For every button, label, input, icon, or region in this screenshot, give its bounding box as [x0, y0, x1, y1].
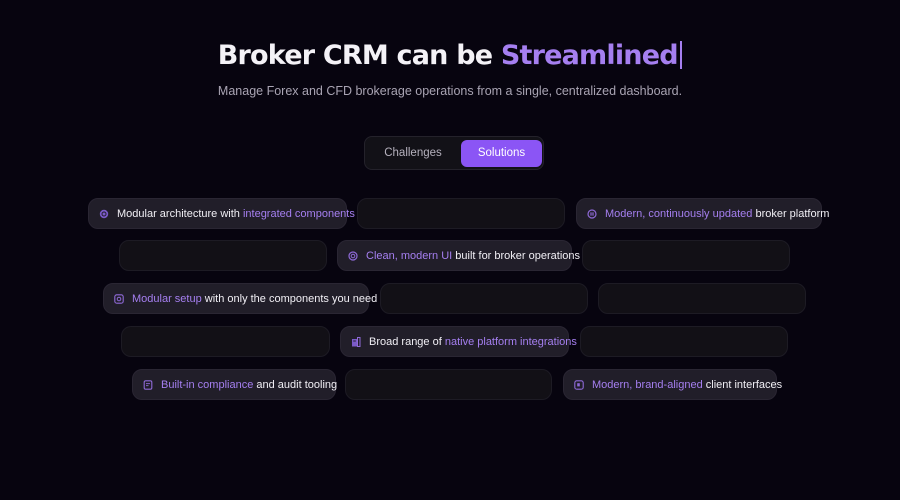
hero-title-prefix: Broker CRM can be [217, 40, 501, 71]
feature-text: Modular architecture with integrated com… [117, 207, 355, 220]
tab-solutions[interactable]: Solutions [461, 140, 542, 167]
interface-icon [574, 379, 584, 390]
challenges-solutions-toggle: Challenges Solutions [364, 136, 544, 170]
chip-icon [99, 209, 109, 219]
empty-pill [582, 240, 790, 271]
feature-text: Modern, brand-aligned client interfaces [592, 378, 783, 391]
feature-pill-compliance: Built-in compliance and audit tooling [132, 369, 338, 400]
feature-pill-modular-setup: Modular setup with only the components y… [103, 283, 377, 314]
feature-text: Modern, continuously updated broker plat… [605, 207, 830, 220]
feature-pill-brand-aligned: Modern, brand-aligned client interfaces [563, 369, 782, 400]
refresh-icon [587, 208, 597, 219]
feature-text: Clean, modern UI built for broker operat… [366, 249, 581, 262]
hero-title-accent: Streamlined [500, 40, 679, 71]
feature-pill-native-integrations: Broad range of native platform integrati… [340, 326, 577, 357]
empty-pill [357, 198, 565, 229]
hero-title: Broker CRM can be Streamlined [0, 38, 900, 74]
feature-pill-modular-architecture: Modular architecture with integrated com… [88, 198, 355, 229]
typing-caret [679, 41, 683, 69]
tab-challenges[interactable]: Challenges [384, 147, 442, 159]
empty-pill [598, 283, 806, 314]
empty-pill [345, 369, 552, 400]
feature-pill-continuously-updated: Modern, continuously updated broker plat… [576, 198, 829, 229]
integrations-icon [351, 336, 361, 347]
feature-pill-clean-ui: Clean, modern UI built for broker operat… [337, 240, 580, 271]
ui-icon [348, 250, 358, 261]
setup-icon [114, 293, 124, 304]
empty-pill [121, 326, 330, 357]
empty-pill [380, 283, 588, 314]
feature-text: Broad range of native platform integrati… [369, 335, 577, 348]
feature-text: Built-in compliance and audit tooling [161, 378, 338, 391]
feature-text: Modular setup with only the components y… [132, 292, 378, 305]
empty-pill [119, 240, 327, 271]
empty-pill [580, 326, 788, 357]
compliance-icon [143, 379, 153, 390]
hero-subtitle: Manage Forex and CFD brokerage operation… [217, 84, 683, 98]
